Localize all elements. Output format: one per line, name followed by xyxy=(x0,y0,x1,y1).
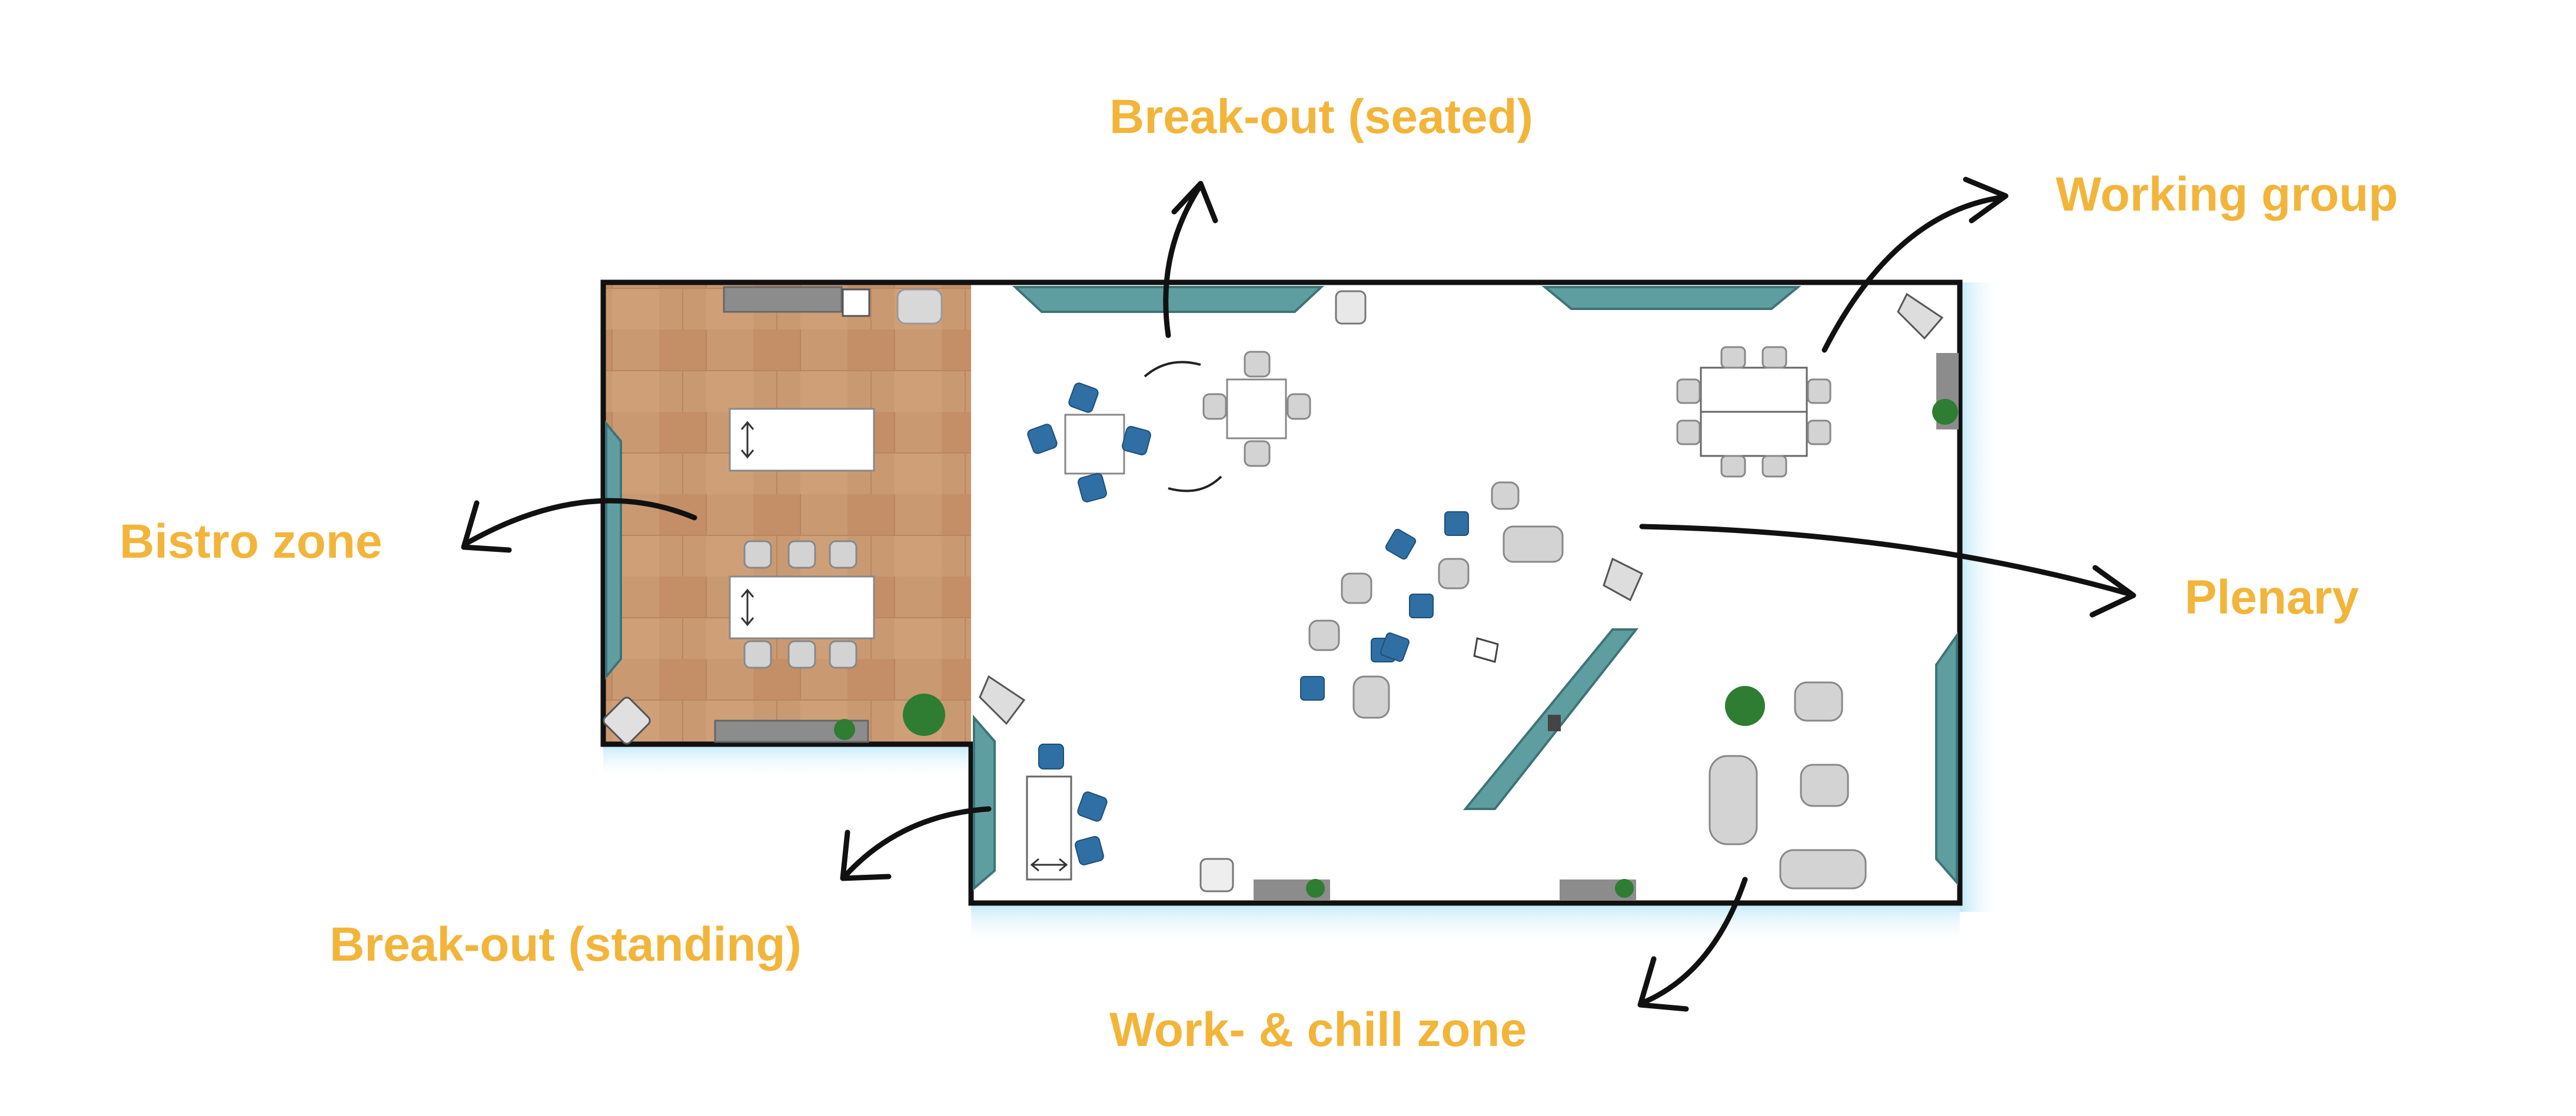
bistro-furniture xyxy=(603,286,945,745)
room-walls xyxy=(600,279,1963,906)
chair-icon xyxy=(1199,858,1234,892)
label-working-group: Working group xyxy=(2056,168,2398,221)
flipchart xyxy=(979,675,1026,725)
flipchart xyxy=(1897,292,1944,340)
label-work-chill-zone: Work- & chill zone xyxy=(1109,1003,1527,1057)
window-glow xyxy=(971,903,1960,944)
exit-sign xyxy=(603,697,651,745)
bistro-table xyxy=(729,408,875,472)
work-chill-furniture xyxy=(1199,681,1867,901)
plant-icon xyxy=(1306,879,1325,898)
breakout-seated-furniture xyxy=(1027,290,1367,502)
bistro-table xyxy=(729,575,875,639)
window-glow xyxy=(603,744,968,779)
arrow-icon xyxy=(461,498,697,553)
arrow-icon xyxy=(1637,877,1748,1012)
label-breakout-seated: Break-out (seated) xyxy=(1109,90,1533,144)
zone-arrows xyxy=(461,176,2136,1012)
window-glow xyxy=(1960,282,2001,912)
chair-icon xyxy=(1335,290,1367,325)
table-icon xyxy=(1226,378,1287,439)
resize-arrow-icon xyxy=(740,588,754,627)
rotation-arrow xyxy=(1144,361,1201,378)
working-group-furniture xyxy=(1676,292,1959,478)
plant-icon xyxy=(903,694,945,736)
label-bistro-zone: Bistro zone xyxy=(119,515,383,568)
rotation-arrow xyxy=(1168,475,1222,492)
table-icon xyxy=(1064,414,1125,475)
flipchart xyxy=(1603,557,1643,602)
resize-arrow-icon xyxy=(740,421,754,459)
counter-top xyxy=(723,286,843,313)
plant-icon xyxy=(834,719,855,740)
arrow-icon xyxy=(840,806,992,881)
monitor xyxy=(1548,715,1561,731)
plant-icon xyxy=(1725,686,1765,726)
breakout-standing-furniture xyxy=(979,675,1108,881)
appliance xyxy=(842,288,870,317)
arrow-icon xyxy=(1163,181,1218,338)
resize-arrow-icon xyxy=(1030,858,1068,872)
sofa xyxy=(896,288,943,325)
label-plenary: Plenary xyxy=(2185,571,2359,624)
plenary-furniture xyxy=(1300,481,1643,731)
label-breakout-standing: Break-out (standing) xyxy=(330,918,802,971)
bistro-stools xyxy=(743,540,857,669)
camera-tripod xyxy=(1473,637,1499,663)
plant-icon xyxy=(1932,399,1958,425)
arrow-icon xyxy=(1639,524,2136,618)
plant-icon xyxy=(1615,879,1634,898)
arrow-icon xyxy=(1822,176,2009,353)
bistro-floor xyxy=(603,282,971,744)
